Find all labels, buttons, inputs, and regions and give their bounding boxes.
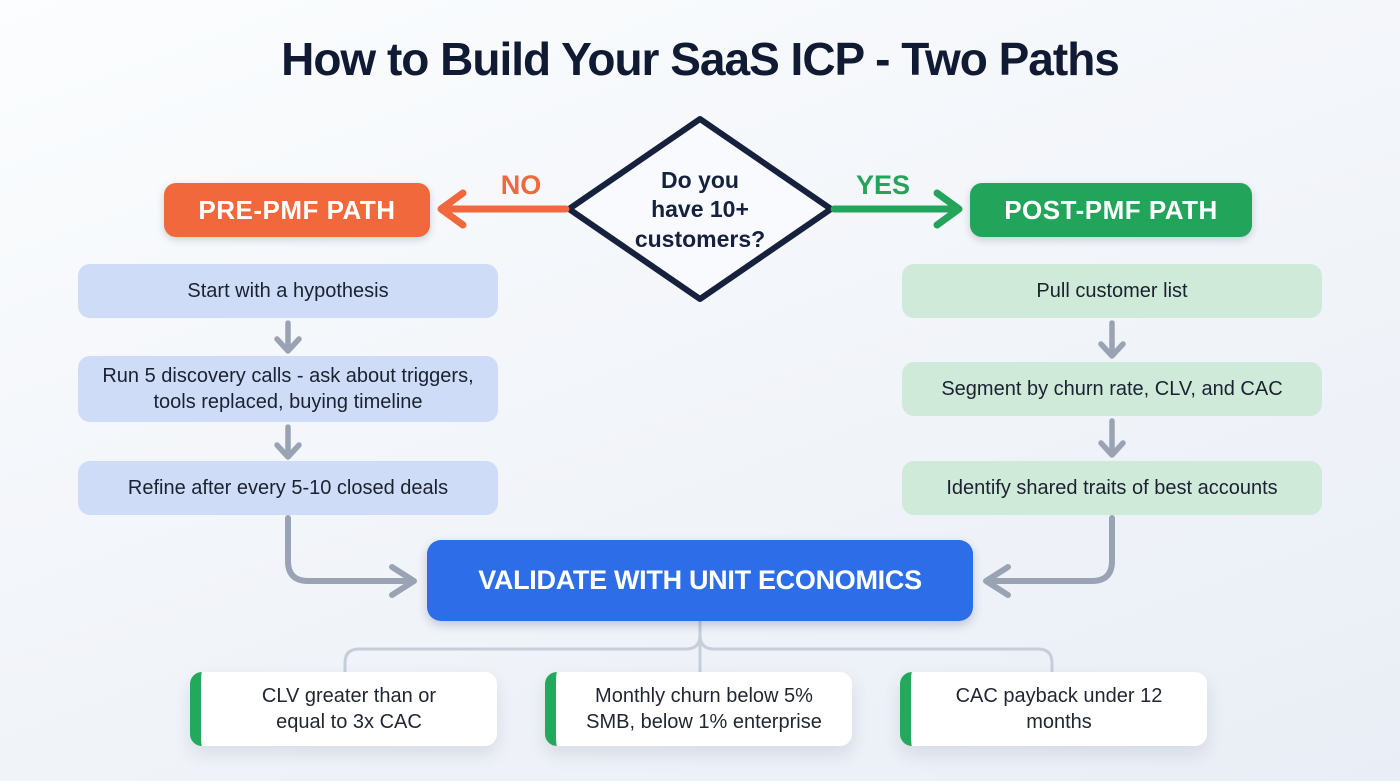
criteria-card-cac-payback: CAC payback under 12 months [900,672,1207,746]
yes-edge-label: YES [855,170,911,200]
pre-step-discovery-calls: Run 5 discovery calls - ask about trigge… [78,356,498,422]
decision-question-line: Do you [661,166,739,193]
post-step-customer-list: Pull customer list [902,264,1322,318]
criteria-text: CLV greater than or equal to 3x CAC [261,685,437,733]
post-step-segment: Segment by churn rate, CLV, and CAC [902,362,1322,416]
step-text: Pull customer list [1036,280,1188,302]
decision-question-line: have 10+ [651,196,749,223]
step-text: Run 5 discovery calls - ask about trigge… [102,365,474,413]
pre-step-refine: Refine after every 5-10 closed deals [78,461,498,515]
step-text: Start with a hypothesis [187,280,389,302]
step-text: Segment by churn rate, CLV, and CAC [941,378,1283,400]
post-step-shared-traits: Identify shared traits of best accounts [902,461,1322,515]
criteria-card-churn: Monthly churn below 5% SMB, below 1% ent… [545,672,852,746]
pre-path-down-arrows [274,320,302,460]
post-path-down-arrows [1098,320,1126,458]
criteria-text: Monthly churn below 5% SMB, below 1% ent… [586,685,822,733]
post-pmf-path-badge: POST-PMF PATH [970,183,1252,237]
validate-unit-economics-box: VALIDATE WITH UNIT ECONOMICS [427,540,973,621]
pre-step-hypothesis: Start with a hypothesis [78,264,498,318]
decision-question: Do you have 10+ customers? [605,160,795,260]
criteria-text: CAC payback under 12 months [955,685,1163,733]
post-to-validate-elbow-arrow [983,515,1115,598]
criteria-card-clv: CLV greater than or equal to 3x CAC [190,672,497,746]
no-arrow-left-icon [437,189,570,229]
decision-diamond-shape [566,116,834,302]
step-text: Refine after every 5-10 closed deals [127,477,449,499]
pre-to-validate-elbow-arrow [285,515,417,598]
step-text: Identify shared traits of best accounts [946,477,1278,499]
decision-question-line: customers? [634,225,766,252]
pre-pmf-path-badge: PRE-PMF PATH [164,183,430,237]
validate-to-criteria-branches [343,619,1054,674]
page-title: How to Build Your SaaS ICP - Two Paths [281,33,1120,85]
yes-arrow-right-icon [830,189,963,229]
no-edge-label: NO [500,170,542,200]
